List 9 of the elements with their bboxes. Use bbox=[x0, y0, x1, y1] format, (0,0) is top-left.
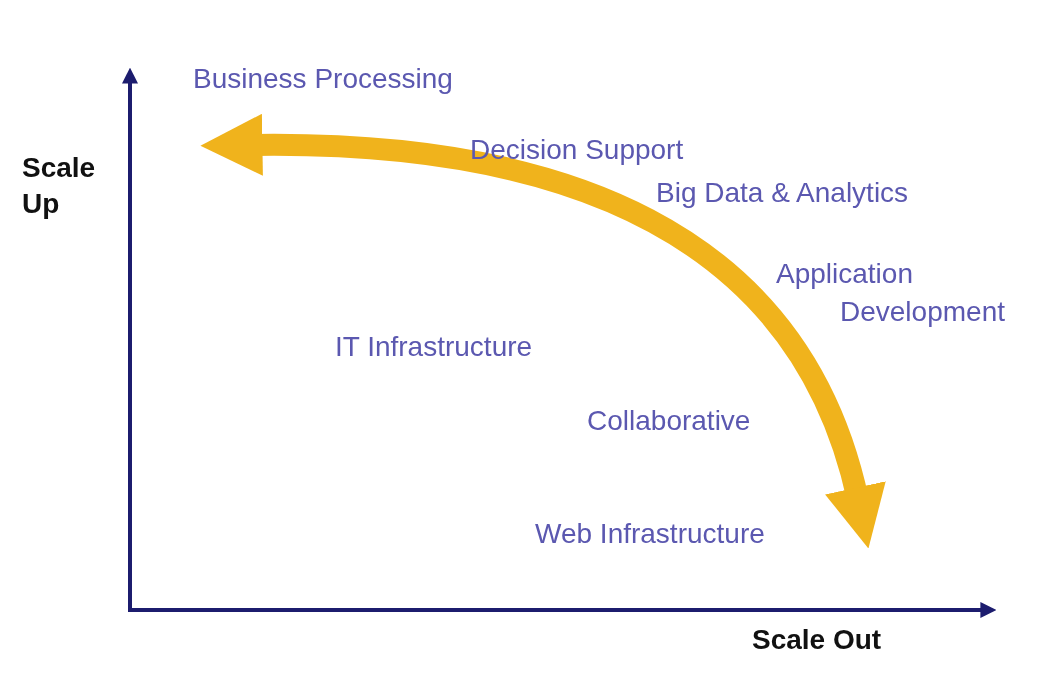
axis-title: Scale Out bbox=[752, 623, 882, 657]
workload-label: Application Development bbox=[776, 257, 1006, 329]
workload-label: Big Data & Analytics bbox=[656, 176, 909, 210]
workload-label: Collaborative bbox=[587, 404, 751, 438]
axis-title: Scale Up bbox=[22, 151, 97, 221]
workload-label: Business Processing bbox=[193, 62, 453, 96]
workload-label: IT Infrastructure bbox=[335, 330, 533, 364]
workload-label: Web Infrastructure bbox=[535, 517, 765, 551]
workload-label: Decision Support bbox=[470, 133, 684, 167]
